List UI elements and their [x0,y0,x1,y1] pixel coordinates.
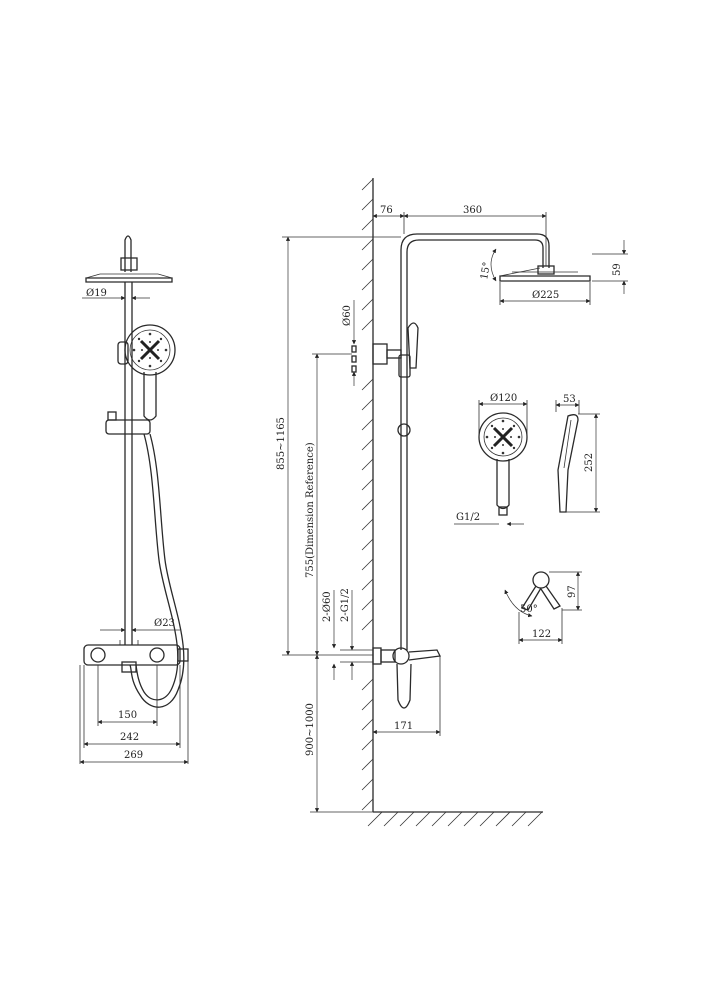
mixer-body [83,640,189,673]
dim-pipe-diameter: Ø19 [82,288,150,301]
dim-rail-diameter: Ø23 [100,618,180,633]
dim-inlet-spacing: 150 [97,665,158,726]
wall-bracket [351,343,402,373]
floor [367,811,543,827]
dim-spout-reach-label: 171 [394,721,413,732]
dim-reference-height-label: 755(Dimension Reference) [305,442,316,578]
dim-body-width-label: 242 [120,732,139,743]
side-riser-and-arm [400,233,550,650]
overhead-shower-head [85,257,173,283]
dim-total-height-label: 855~1165 [276,417,287,470]
front-view: Ø19 [79,235,189,765]
dim-reference-height: 755(Dimension Reference) [305,353,352,656]
dim-handle-angle-label: 50° [520,604,538,615]
dim-inlet-covers-label: 2-Ø60 [322,591,333,622]
dim-pipe-diameter-label: Ø19 [86,288,107,299]
dim-arm-offset-label: 76 [380,205,393,216]
dim-wall-cover-label: Ø60 [342,305,353,326]
dim-rail-diameter-label: Ø23 [154,618,175,629]
dim-total-width: 269 [79,661,189,765]
hand-shower-detail: Ø120 G1/2 53 252 [454,393,600,527]
dim-thread: G1/2 [454,512,524,527]
side-view: 76 360 15° 59 Ø225 [276,178,628,827]
dim-arm-offset: 76 [372,205,405,234]
dim-floor-height: 900~1000 [305,654,373,813]
dim-inlet-covers: 2-Ø60 [322,590,337,680]
shower-arm [124,235,132,272]
dim-depth-label: 53 [563,394,576,405]
dim-face-diameter: Ø120 [478,393,528,437]
dim-depth: 53 [555,394,580,414]
dim-inlet-threads: 2-G1/2 [340,588,373,680]
dim-handle-width-label: 122 [532,629,551,640]
dim-length-label: 252 [584,453,595,472]
dim-length: 252 [566,413,600,513]
slide-bracket [105,411,151,435]
dim-handle-width: 122 [518,608,563,644]
dim-tilt-angle: 15° [479,248,541,282]
dim-tilt-angle-label: 15° [479,261,493,280]
dim-head-height-label: 59 [612,263,623,276]
hand-shower-face [478,412,528,516]
hand-shower-profile [557,414,579,513]
dim-handle-angle: 50° [504,589,538,618]
dim-arm-length: 360 [403,205,547,266]
dim-head-height: 59 [592,240,628,294]
dim-body-width: 242 [83,665,181,748]
dim-arm-length-label: 360 [463,205,482,216]
dim-head-diameter-label: Ø225 [532,290,559,301]
dim-head-diameter: Ø225 [499,282,591,305]
mixer-side [372,647,441,709]
dim-inlet-threads-label: 2-G1/2 [340,588,351,622]
dim-total-height: 855~1165 [276,236,401,656]
dim-handle-height: 97 [549,571,582,611]
dim-wall-cover: Ø60 [342,300,357,386]
wall [361,178,374,812]
dim-floor-height-label: 900~1000 [305,703,316,756]
dim-inlet-spacing-label: 150 [118,710,137,721]
handle-detail: 50° 122 97 [504,571,582,644]
dim-spout-reach: 171 [372,656,441,736]
hand-shower-side [397,322,419,437]
hand-shower-front [117,324,176,421]
dim-thread-label: G1/2 [456,512,480,523]
dim-handle-height-label: 97 [567,585,578,598]
dim-face-diameter-label: Ø120 [490,393,517,404]
dim-total-width-label: 269 [124,750,143,761]
